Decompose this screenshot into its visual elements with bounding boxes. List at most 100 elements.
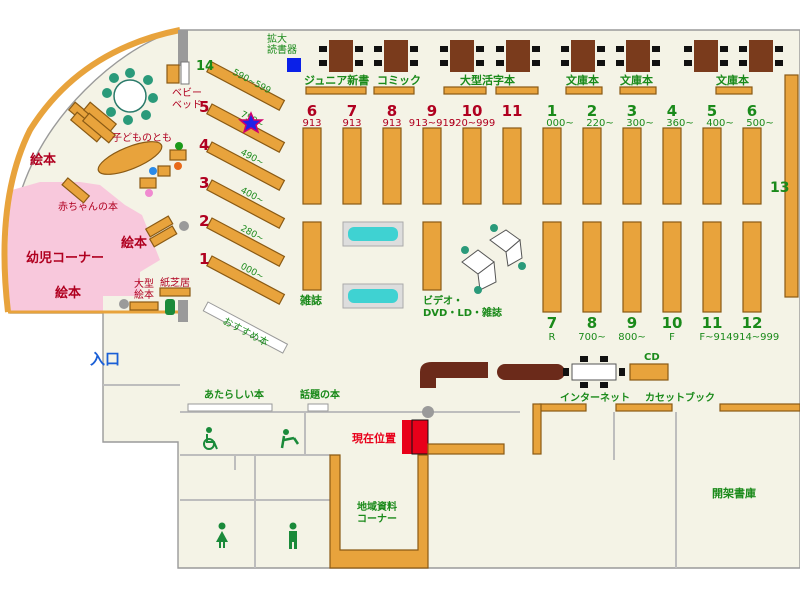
- nonfiction-shelf: [582, 221, 602, 313]
- chair: [319, 60, 327, 66]
- chair: [410, 60, 418, 66]
- diagonal-shelf-number: 14: [196, 59, 214, 74]
- nonfiction-shelf: [622, 221, 642, 313]
- nonfiction-shelf-number: 9: [627, 314, 637, 332]
- womens-restroom-icon: [216, 522, 228, 548]
- nonfiction-shelf-range: F~914: [699, 332, 732, 343]
- fiction-shelf-number: 7: [347, 102, 357, 120]
- cassette-shelf: [615, 403, 673, 412]
- desk: [694, 40, 718, 72]
- diagonal-shelf-number: 2: [199, 212, 209, 230]
- nonfiction-shelf-number: 11: [702, 314, 723, 332]
- local-materials-label: 地域資料コーナー: [357, 500, 397, 525]
- diagonal-shelf-number: 3: [199, 174, 209, 192]
- chair: [597, 60, 605, 66]
- chair: [597, 46, 605, 52]
- fiction-shelf: [462, 127, 482, 205]
- chair: [739, 46, 747, 52]
- fiction-shelf-number: 9: [427, 102, 437, 120]
- nonfiction-shelf-range: 500~: [746, 118, 773, 129]
- kids-arc-wall: [1, 27, 181, 313]
- fiction-shelf-number: 8: [387, 102, 397, 120]
- large-print-reader: [287, 58, 301, 72]
- nonfiction-shelf: [742, 127, 762, 205]
- bunko-label-2: 文庫本: [620, 73, 653, 87]
- nonfiction-shelf-range: 914~999: [733, 332, 780, 343]
- chair: [374, 46, 382, 52]
- current-location-sign: [411, 419, 429, 455]
- round-table: [102, 68, 158, 125]
- diagonal-shelf: [206, 217, 286, 268]
- fiction-shelf-range: 913: [342, 118, 361, 129]
- star-icon: [237, 111, 265, 134]
- picture-books-label-2: 絵本: [121, 235, 147, 251]
- fiction-shelf-number: 11: [502, 102, 523, 120]
- nonfiction-shelf-number: 12: [742, 314, 763, 332]
- chair: [532, 60, 540, 66]
- nonfiction-shelf: [742, 221, 762, 313]
- new-books-label: あたらしい本: [204, 388, 265, 401]
- cassette-book-label: カセットブック: [645, 391, 715, 404]
- video-shelf: [422, 221, 442, 291]
- kodomo-no-tomo-label: 子どものとも: [112, 132, 172, 144]
- chair: [652, 60, 660, 66]
- chair: [410, 46, 418, 52]
- internet-desk: [539, 403, 587, 412]
- chair: [775, 46, 783, 52]
- entrance-label: 入口: [90, 350, 120, 368]
- pillar: [422, 406, 434, 418]
- nonfiction-shelf-number: 3: [627, 102, 637, 120]
- chair: [374, 60, 382, 66]
- service-counter: [420, 362, 488, 388]
- desk: [384, 40, 408, 72]
- chair: [440, 46, 448, 52]
- bunko-label-1: 文庫本: [566, 73, 599, 87]
- shelf-13: [784, 74, 799, 298]
- chair: [684, 46, 692, 52]
- chair: [720, 60, 728, 66]
- nonfiction-shelf-number: 2: [587, 102, 597, 120]
- current-location-label: 現在位置: [352, 431, 396, 445]
- nonfiction-shelf: [702, 127, 722, 205]
- magazines-label: 雑誌: [299, 293, 322, 307]
- video-booths: [461, 224, 526, 294]
- chair: [652, 46, 660, 52]
- fiction-shelf: [342, 127, 362, 205]
- topic-books-label: 話題の本: [300, 388, 341, 401]
- chair: [476, 60, 484, 66]
- kamishibai-label: 紙芝居: [160, 276, 190, 289]
- nonfiction-shelf-number: 7: [547, 314, 557, 332]
- nonfiction-shelf: [662, 221, 682, 313]
- nonfiction-shelf: [542, 221, 562, 313]
- water-feature: [342, 221, 404, 309]
- nonfiction-shelf-number: 4: [667, 102, 677, 120]
- baby-bed: [180, 61, 190, 85]
- nonfiction-shelf-range: F: [669, 332, 675, 343]
- diagonal-shelf-number: 4: [199, 136, 209, 154]
- large-picture-books-label: 大型絵本: [134, 277, 154, 301]
- wheelchair-icon: [203, 427, 218, 450]
- internet-desk: [532, 403, 542, 455]
- service-counter: [497, 364, 565, 380]
- chair: [616, 46, 624, 52]
- nonfiction-shelf-range: 400~: [706, 118, 733, 129]
- baby-changing-icon: [280, 429, 300, 449]
- nonfiction-shelf-range: 220~: [586, 118, 613, 129]
- nonfiction-shelf-range: 300~: [626, 118, 653, 129]
- chair: [496, 60, 504, 66]
- chair: [355, 46, 363, 52]
- desk: [749, 40, 773, 72]
- closed-stacks-label: 開架書庫: [712, 486, 756, 500]
- diagonal-shelf-number: 5: [199, 98, 209, 116]
- toddler-area-bg: [7, 182, 160, 312]
- fiction-shelf: [302, 127, 322, 205]
- baby-bed-label: ベビーベッド: [172, 87, 202, 111]
- current-location-marker: [402, 420, 412, 454]
- large-print-reader-label: 拡大読書器: [267, 32, 297, 56]
- telephone-icon: [165, 299, 175, 315]
- picture-books-label-1: 絵本: [30, 152, 56, 168]
- nonfiction-shelves: 1000~2220~3300~4360~5400~6500~7R8700~980…: [542, 102, 780, 343]
- bunko-label-3: 文庫本: [716, 73, 749, 87]
- desk: [571, 40, 595, 72]
